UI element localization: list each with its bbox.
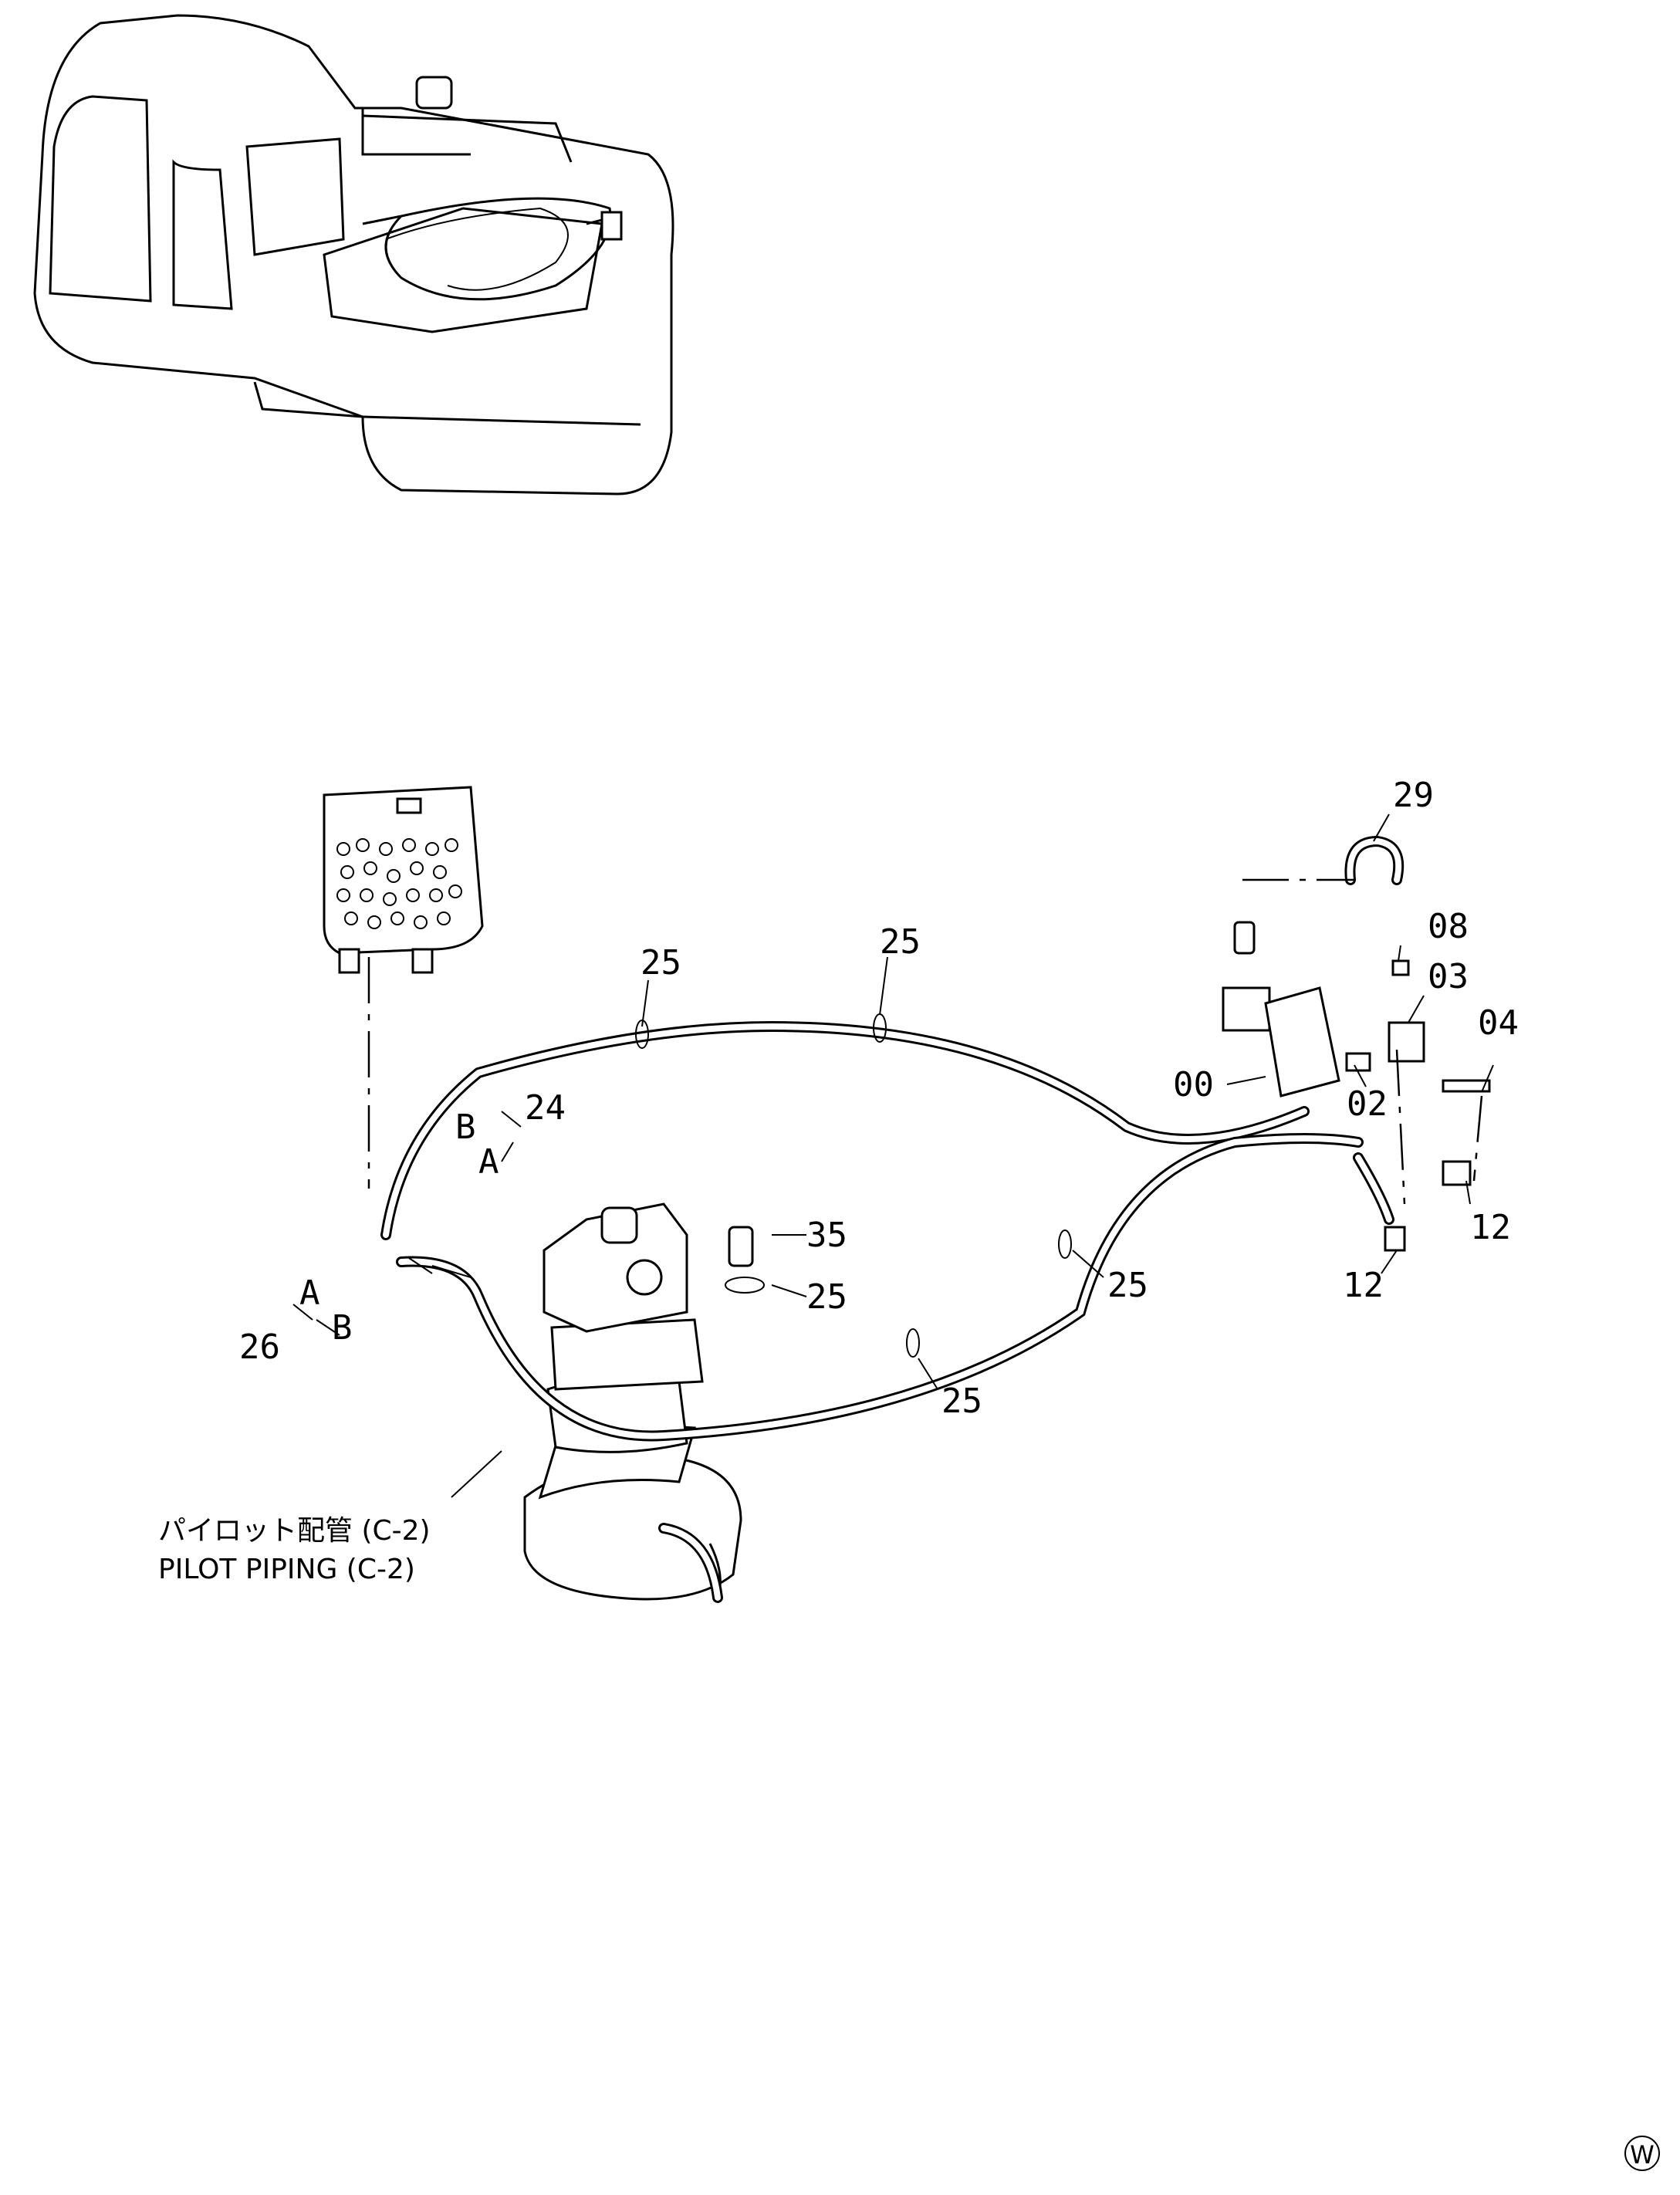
sheet-badge-letter: W xyxy=(1630,2140,1655,2170)
label-clamp-1: 25 xyxy=(641,943,681,983)
label-hose-ab-lower: 26 xyxy=(239,1327,280,1367)
part-labels: 25 25 35 25 25 25 B A 24 A B 26 29 08 03… xyxy=(239,776,1519,1421)
control-valve xyxy=(323,786,484,974)
pilot-piping-note-jp: パイロット配管 (C-2) xyxy=(158,1515,431,1547)
cap-part xyxy=(728,1226,754,1267)
label-bolt: 04 xyxy=(1478,1003,1519,1043)
hoses xyxy=(380,835,1405,1442)
block-assembly xyxy=(1222,878,1491,1252)
label-elbow-1: 12 xyxy=(1470,1208,1511,1247)
pilot-piping-note-en: PILOT PIPING (C-2) xyxy=(158,1554,415,1585)
label-hose-ab: 24 xyxy=(525,1088,566,1128)
label-bracket-bolt: 02 xyxy=(1347,1084,1388,1124)
label-elbow-2: 12 xyxy=(1343,1266,1384,1305)
leader-lines xyxy=(292,813,1494,1498)
label-clamp-3: 25 xyxy=(806,1277,847,1317)
label-adapter: 08 xyxy=(1428,907,1469,946)
label-clamp-4: 25 xyxy=(1107,1266,1148,1305)
sheet-badge: W xyxy=(1624,2136,1660,2171)
excavator-overview xyxy=(33,14,674,495)
label-bracket: 00 xyxy=(1173,1065,1214,1104)
label-hose-top: 29 xyxy=(1393,776,1434,815)
label-port-b-lower: B xyxy=(332,1308,353,1348)
label-port-a-upper: A xyxy=(478,1142,499,1182)
label-port-a-lower: A xyxy=(299,1273,320,1313)
label-clamp-2: 25 xyxy=(880,922,921,962)
swing-motor xyxy=(523,1202,742,1603)
label-cap: 35 xyxy=(806,1216,847,1255)
label-port-b-upper: B xyxy=(455,1108,476,1147)
label-block: 03 xyxy=(1428,957,1469,996)
label-clamp-5: 25 xyxy=(941,1382,982,1421)
